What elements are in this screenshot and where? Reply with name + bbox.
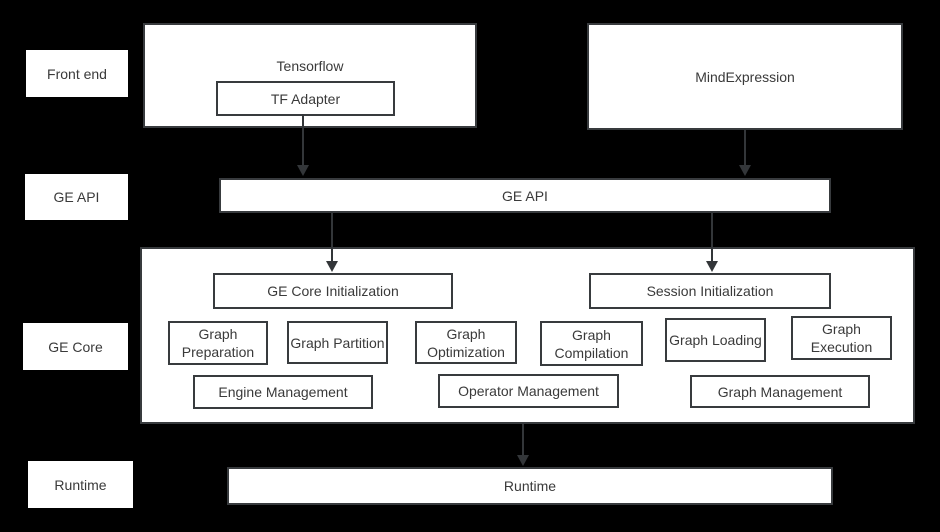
- arrow-line: [331, 212, 333, 261]
- row-label-ge-api: GE API: [25, 174, 128, 220]
- node-mindexpression: MindExpression: [587, 23, 903, 130]
- node-engine-management: Engine Management: [193, 375, 373, 409]
- node-session-initialization: Session Initialization: [589, 273, 831, 309]
- row-label-ge-core: GE Core: [23, 323, 128, 370]
- node-graph-management: Graph Management: [690, 375, 870, 408]
- node-ge-core-initialization: GE Core Initialization: [213, 273, 453, 309]
- node-graph-execution: Graph Execution: [791, 316, 892, 360]
- node-graph-optimization: Graph Optimization: [415, 321, 517, 364]
- arrow-head-icon: [326, 261, 338, 272]
- node-tf-adapter: TF Adapter: [216, 81, 395, 116]
- arrow-head-icon: [739, 165, 751, 176]
- node-graph-partition: Graph Partition: [287, 321, 388, 364]
- node-tensorflow: Tensorflow TF Adapter: [143, 23, 477, 128]
- node-operator-management: Operator Management: [438, 374, 619, 408]
- arrow-ge-api-to-ge-core-initialization: [326, 212, 338, 272]
- row-label-front-end: Front end: [26, 50, 128, 97]
- arrow-line: [744, 130, 746, 165]
- arrow-ge-api-to-session-initialization: [706, 212, 718, 272]
- arrow-tf-adapter-to-ge-api: [297, 114, 309, 176]
- arrow-line: [711, 212, 713, 261]
- node-graph-loading: Graph Loading: [665, 318, 766, 362]
- arrow-head-icon: [706, 261, 718, 272]
- arrow-line: [522, 424, 524, 455]
- arrow-head-icon: [297, 165, 309, 176]
- node-ge-core-container: GE Core Initialization Session Initializ…: [140, 247, 915, 424]
- node-tensorflow-label: Tensorflow: [276, 58, 344, 74]
- node-runtime: Runtime: [227, 467, 833, 505]
- node-graph-compilation: Graph Compilation: [540, 321, 643, 366]
- arrow-mindexpression-to-ge-api: [739, 130, 751, 176]
- arrow-line: [302, 114, 304, 165]
- node-graph-preparation: Graph Preparation: [168, 321, 268, 365]
- arrow-ge-core-to-runtime: [517, 424, 529, 466]
- row-label-runtime: Runtime: [28, 461, 133, 508]
- node-ge-api: GE API: [219, 178, 831, 213]
- arrow-head-icon: [517, 455, 529, 466]
